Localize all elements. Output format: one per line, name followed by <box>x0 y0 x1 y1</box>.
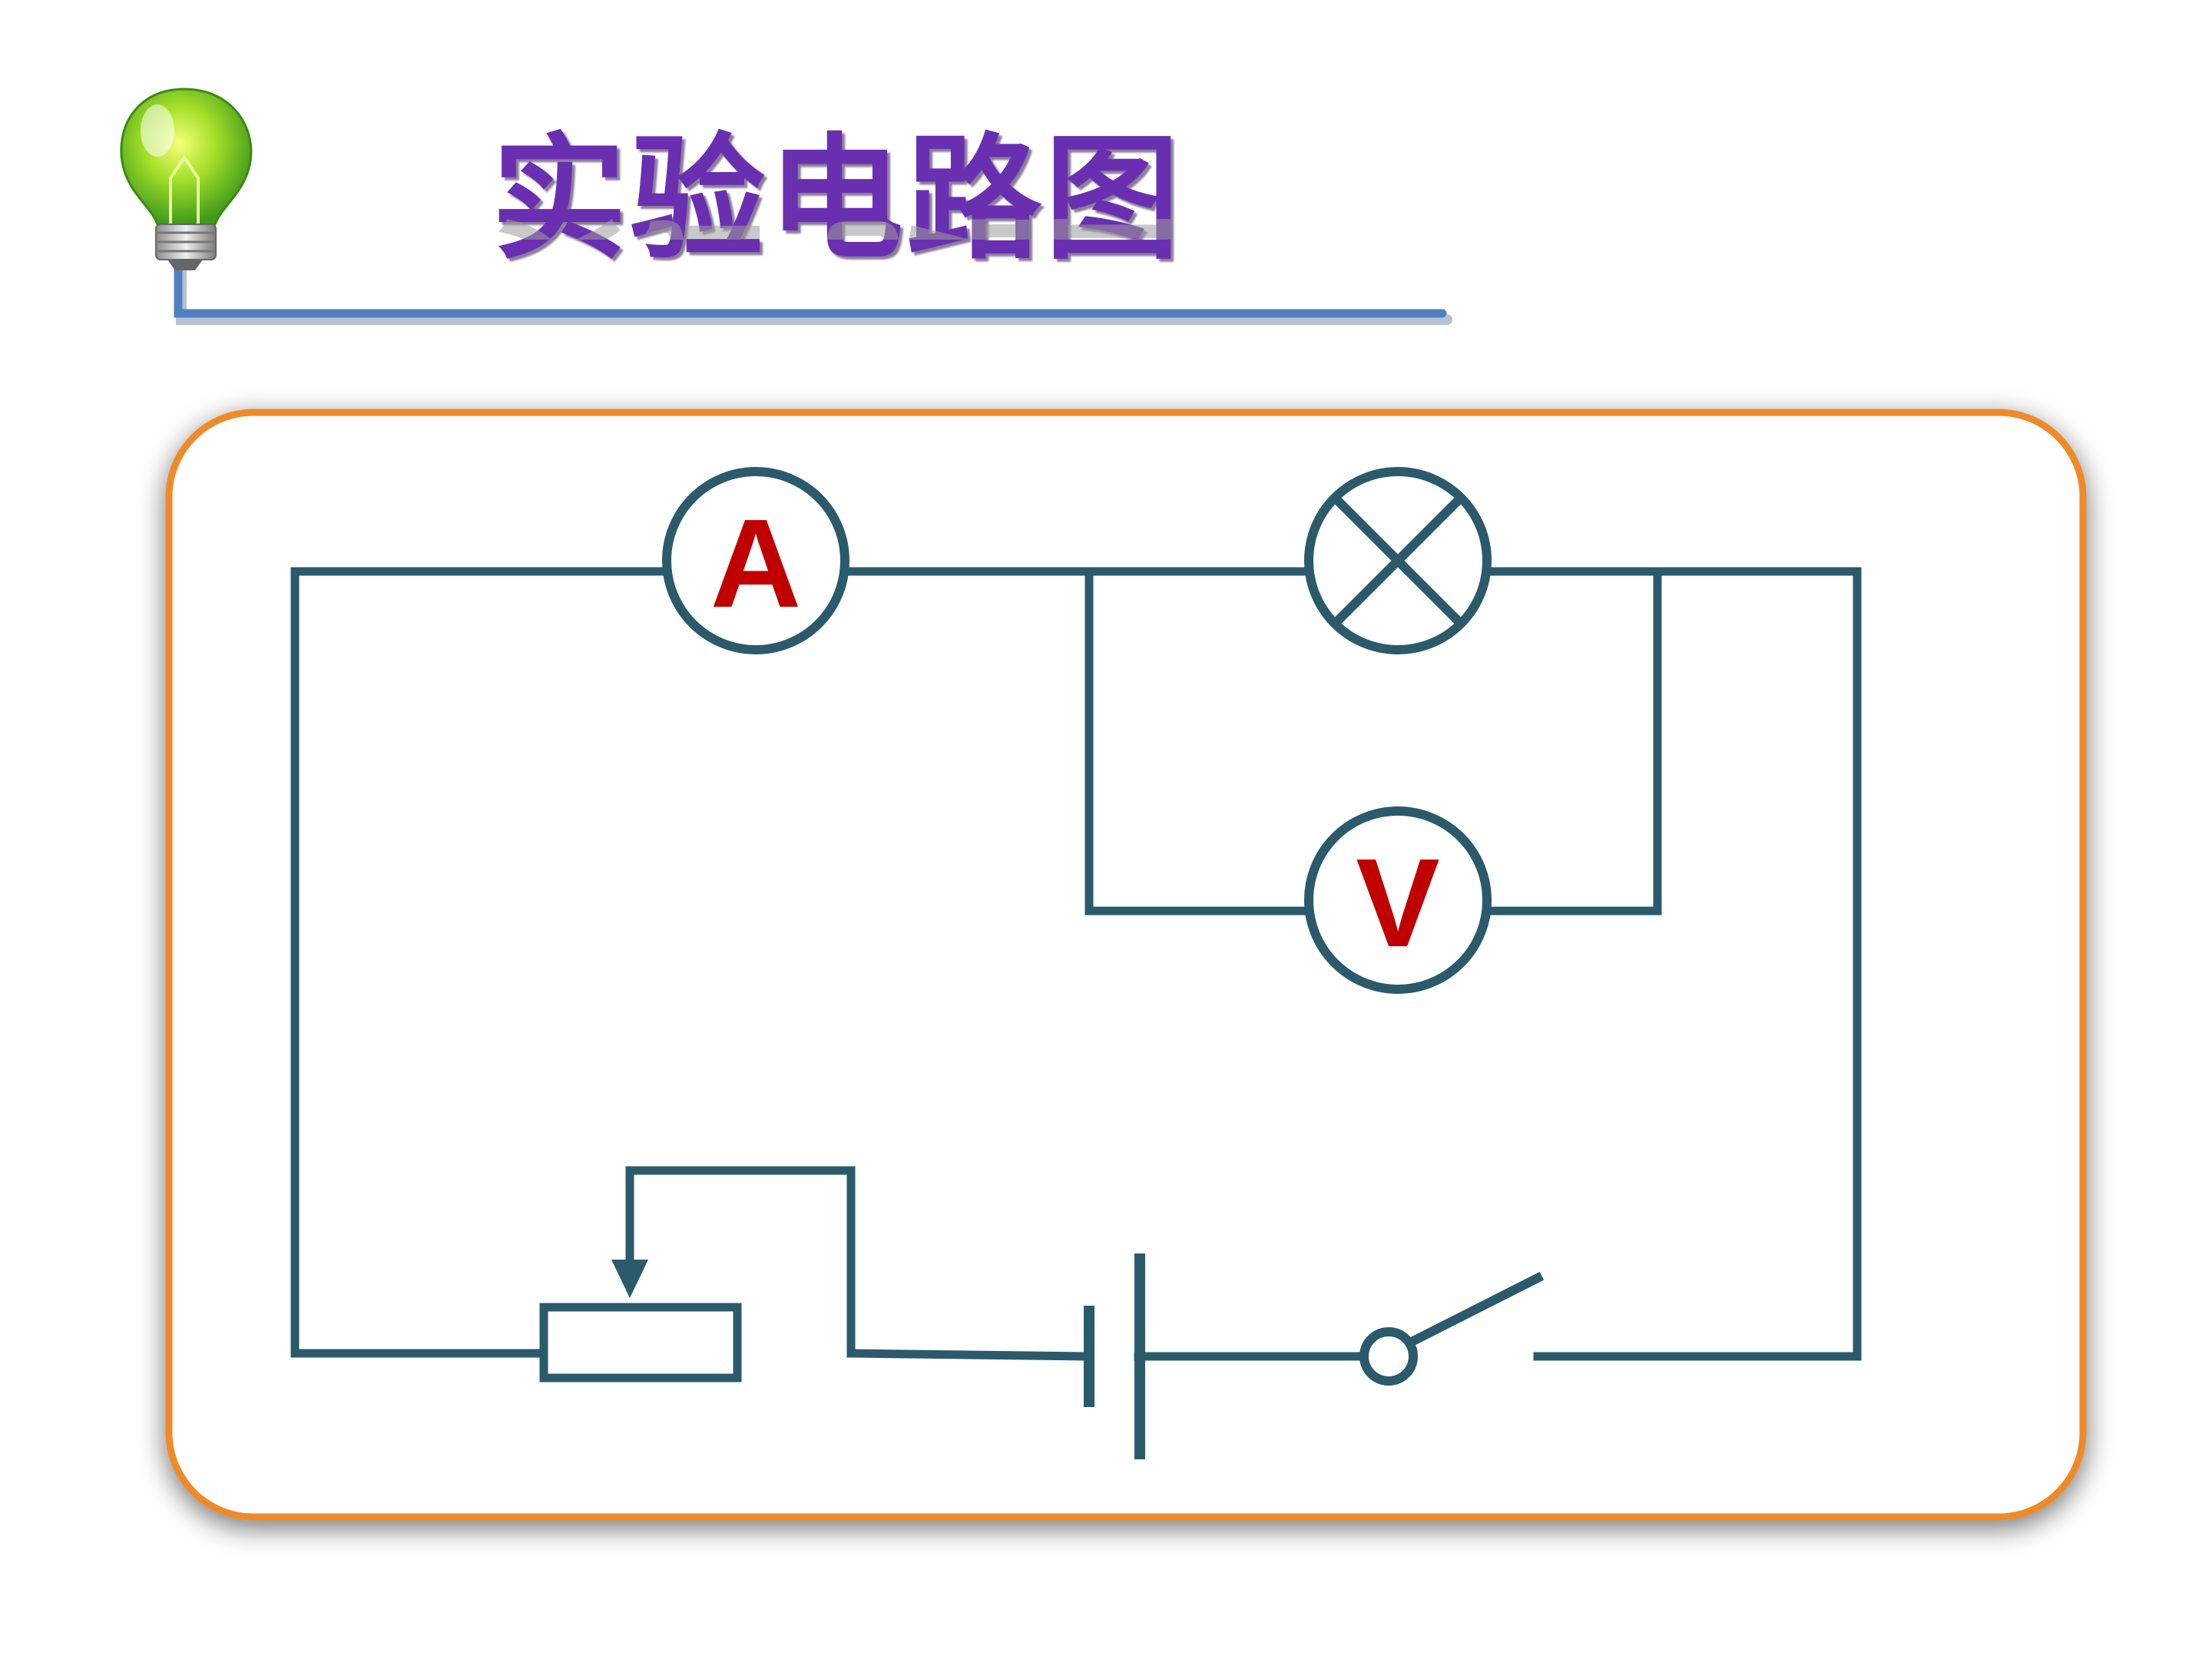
page-title: 实验电路图 <box>492 121 1184 278</box>
diagram-frame <box>165 409 2087 1521</box>
switch-lever[interactable] <box>1403 1271 1545 1349</box>
wire-voltmeter-branch-left <box>1084 567 1312 916</box>
ammeter-label: A <box>710 493 801 634</box>
lamp-cross-line-2 <box>1331 494 1465 628</box>
voltmeter: V <box>1304 806 1492 994</box>
header-graphics <box>120 88 1452 325</box>
rheostat-body <box>539 1303 742 1382</box>
voltmeter-label: V <box>1356 833 1439 973</box>
ammeter-circle <box>662 467 849 654</box>
lamp-symbol <box>1304 467 1492 654</box>
wire-rheostat-slider <box>625 1166 856 1358</box>
switch-pivot[interactable] <box>1359 1327 1418 1386</box>
rheostat-slider-arrow <box>611 1260 648 1298</box>
wire-to-battery <box>846 1349 1092 1361</box>
lightbulb-icon <box>120 88 253 270</box>
voltmeter-circle <box>1304 806 1492 994</box>
title-underline <box>174 257 1447 318</box>
slide-header: 实验电路图 实验电路图 <box>0 0 2212 353</box>
ammeter: A <box>662 467 849 654</box>
wire-voltmeter-branch-right <box>1482 567 1662 916</box>
